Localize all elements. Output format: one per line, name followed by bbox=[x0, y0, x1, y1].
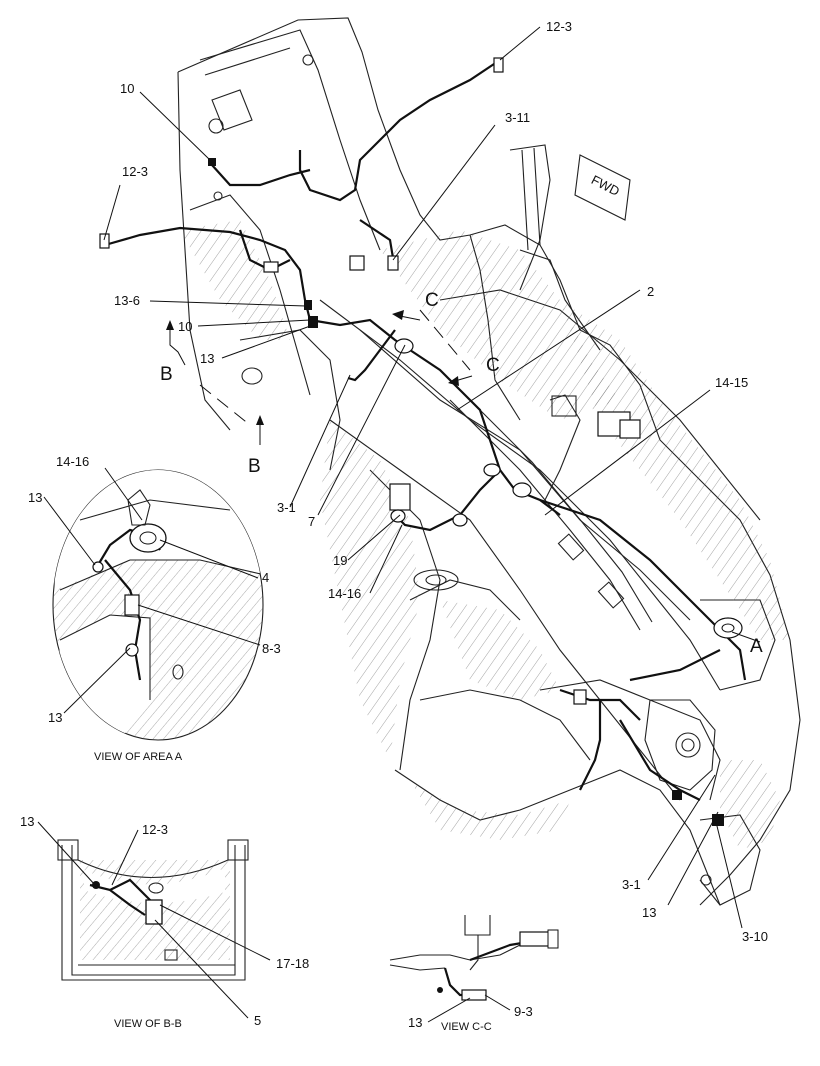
callout-label: 2 bbox=[647, 284, 654, 299]
wiring-harness-main bbox=[99, 57, 747, 826]
callout-label: 13 bbox=[200, 351, 214, 366]
callout-label: 19 bbox=[333, 553, 347, 568]
view-c-c-inset bbox=[389, 915, 559, 1001]
callout-label: 14-16 bbox=[56, 454, 89, 469]
callout-label: 13 bbox=[28, 490, 42, 505]
view-area-a-inset bbox=[52, 469, 264, 741]
section-lines bbox=[166, 309, 473, 445]
callout-label: 12-3 bbox=[122, 164, 148, 179]
callout-label: 13 bbox=[642, 905, 656, 920]
callout-label: 3-1 bbox=[277, 500, 296, 515]
callout-label: 3-11 bbox=[505, 110, 530, 125]
callout-label: 13-6 bbox=[114, 293, 140, 308]
callout-label: 9-3 bbox=[514, 1004, 533, 1019]
callout-label: 3-1 bbox=[622, 877, 641, 892]
callout-label: 4 bbox=[262, 570, 269, 585]
section-marker-c-lower: C bbox=[486, 355, 500, 376]
callout-label: 13 bbox=[20, 814, 34, 829]
view-title-area-a: VIEW OF AREA A bbox=[94, 751, 183, 763]
callout-label: 14-16 bbox=[328, 586, 361, 601]
fwd-sign-text: FWD bbox=[589, 172, 622, 199]
callout-label: 3-10 bbox=[742, 929, 768, 944]
callout-label: 13 bbox=[408, 1015, 422, 1030]
view-title-b-b: VIEW OF B-B bbox=[114, 1018, 182, 1030]
callout-label: 10 bbox=[178, 319, 192, 334]
section-marker-b-upper: B bbox=[160, 364, 173, 385]
callout-label: 12-3 bbox=[142, 822, 168, 837]
callout-label: 13 bbox=[48, 710, 62, 725]
view-b-b-inset bbox=[57, 839, 249, 981]
leader-lines bbox=[37, 26, 761, 1023]
callout-label: 8-3 bbox=[262, 641, 281, 656]
view-title-c-c: VIEW C-C bbox=[441, 1021, 492, 1033]
callout-label: 10 bbox=[120, 81, 134, 96]
callout-label: 5 bbox=[254, 1013, 261, 1028]
callout-label: 17-18 bbox=[276, 956, 309, 971]
callout-label: 7 bbox=[308, 514, 315, 529]
callout-label: 14-15 bbox=[715, 375, 748, 390]
section-marker-b-lower: B bbox=[248, 456, 261, 477]
section-marker-a: A bbox=[750, 636, 763, 657]
callout-label: 12-3 bbox=[546, 19, 572, 34]
section-marker-c-upper: C bbox=[425, 290, 439, 311]
main-frame-drawing bbox=[177, 17, 801, 906]
